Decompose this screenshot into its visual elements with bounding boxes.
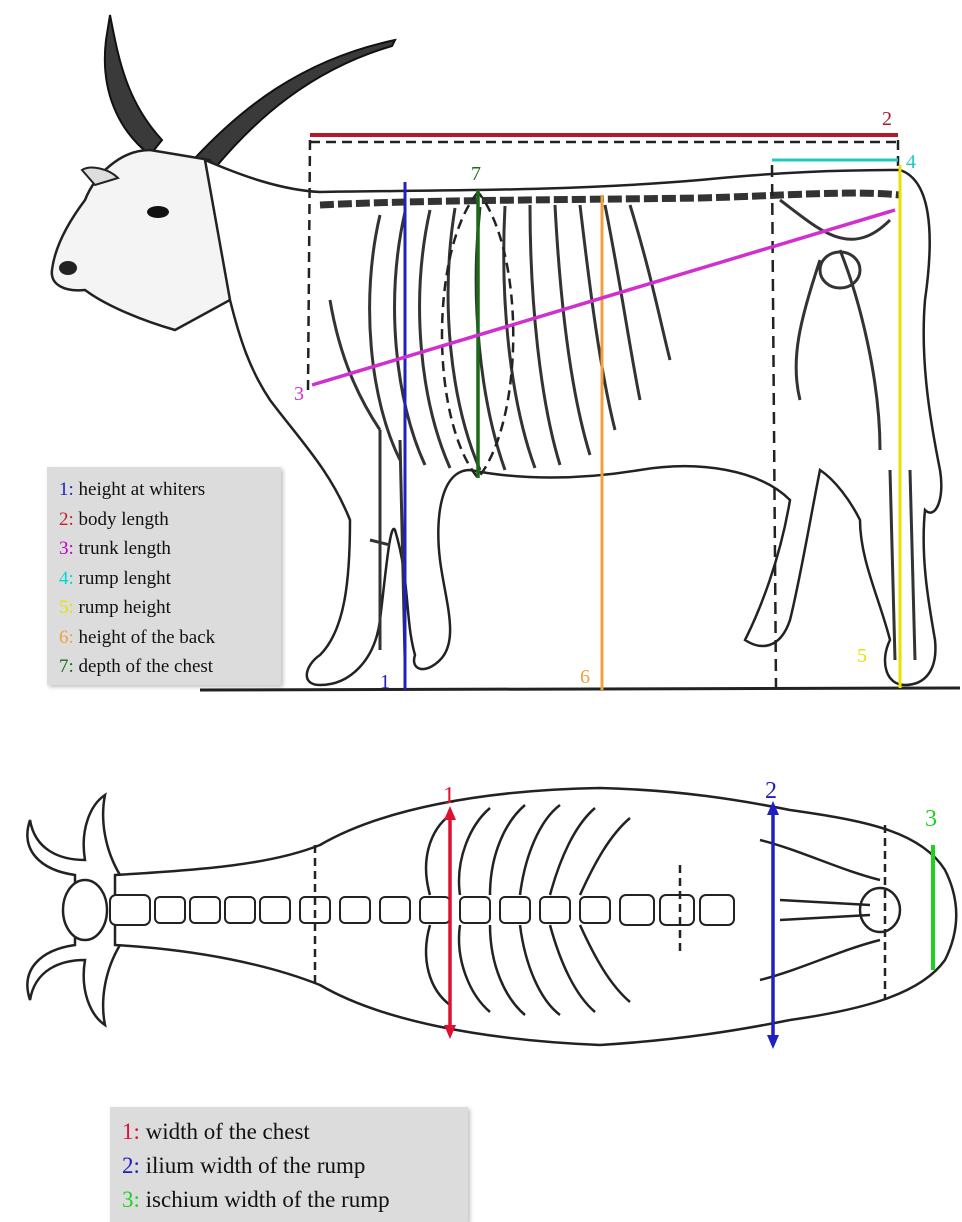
legend-text: rump height bbox=[79, 597, 171, 618]
legend-text: rump lenght bbox=[79, 568, 171, 589]
label-rump-height: 5 bbox=[857, 645, 867, 667]
cow-horn-right bbox=[195, 40, 395, 168]
legend-num: 2 bbox=[59, 509, 69, 530]
legend-item-height-of-back: 6: height of the back bbox=[59, 623, 281, 653]
legend-item-depth-of-chest: 7: depth of the chest bbox=[59, 652, 281, 682]
legend-text: ilium width of the rump bbox=[146, 1153, 366, 1178]
legend-num: 6 bbox=[59, 627, 69, 648]
cow-nostril bbox=[59, 261, 77, 275]
legend-item-height-at-withers: 1: height at whiters bbox=[59, 475, 281, 505]
legend-item-body-length: 2: body length bbox=[59, 505, 281, 535]
label-body-length: 2 bbox=[882, 108, 892, 130]
legend-text: depth of the chest bbox=[79, 656, 214, 677]
legend-num: 1 bbox=[59, 479, 69, 500]
legend-sep: : bbox=[134, 1153, 140, 1178]
ilium-width-arrow-bottom bbox=[767, 1035, 779, 1049]
legend-sep: : bbox=[69, 627, 74, 648]
vertebrae-top bbox=[110, 895, 734, 925]
legend-item-width-of-chest: 1: width of the chest bbox=[122, 1115, 468, 1149]
legend-num: 5 bbox=[59, 597, 69, 618]
label-depth-of-chest: 7 bbox=[471, 163, 481, 185]
legend-item-ilium-width: 2: ilium width of the rump bbox=[122, 1149, 468, 1183]
legend-text: body length bbox=[79, 509, 169, 530]
legend-text: ischium width of the rump bbox=[146, 1187, 390, 1212]
label-width-of-chest: 1 bbox=[443, 783, 455, 809]
label-ilium-width: 2 bbox=[765, 778, 777, 804]
label-height-at-withers: 1 bbox=[380, 671, 390, 693]
width-of-chest-arrow-bottom bbox=[444, 1025, 456, 1039]
side-view-legend: 1: height at whiters 2: body length 3: t… bbox=[47, 467, 281, 685]
cow-horn-left bbox=[105, 15, 162, 155]
legend-num: 3 bbox=[59, 538, 69, 559]
legend-item-ischium-width: 3: ischium width of the rump bbox=[122, 1183, 468, 1217]
legend-sep: : bbox=[69, 509, 74, 530]
legend-text: height of the back bbox=[79, 627, 216, 648]
label-ischium-width: 3 bbox=[925, 806, 937, 832]
top-view-legend: 1: width of the chest 2: ilium width of … bbox=[110, 1107, 468, 1222]
legend-num: 1 bbox=[122, 1119, 134, 1144]
legend-sep: : bbox=[134, 1187, 140, 1212]
legend-text: trunk length bbox=[79, 538, 171, 559]
label-height-of-back: 6 bbox=[580, 666, 590, 688]
cow-eye bbox=[147, 206, 169, 218]
legend-num: 4 bbox=[59, 568, 69, 589]
legend-num: 2 bbox=[122, 1153, 134, 1178]
legend-item-trunk-length: 3: trunk length bbox=[59, 534, 281, 564]
skull-top bbox=[63, 880, 107, 940]
legend-sep: : bbox=[69, 538, 74, 559]
cow-body-outline bbox=[205, 160, 941, 685]
ground-line bbox=[200, 688, 960, 690]
label-trunk-length: 3 bbox=[294, 383, 304, 405]
legend-sep: : bbox=[69, 568, 74, 589]
legend-item-rump-length: 4: rump lenght bbox=[59, 564, 281, 594]
legend-item-rump-height: 5: rump height bbox=[59, 593, 281, 623]
top-view: 1 2 3 bbox=[27, 778, 956, 1049]
legend-sep: : bbox=[134, 1119, 140, 1144]
legend-num: 3 bbox=[122, 1187, 134, 1212]
legend-num: 7 bbox=[59, 656, 69, 677]
legend-sep: : bbox=[69, 479, 74, 500]
legend-text: width of the chest bbox=[146, 1119, 310, 1144]
label-rump-length: 4 bbox=[906, 151, 916, 173]
legend-sep: : bbox=[69, 656, 74, 677]
legend-sep: : bbox=[69, 597, 74, 618]
legend-text: height at whiters bbox=[79, 479, 206, 500]
